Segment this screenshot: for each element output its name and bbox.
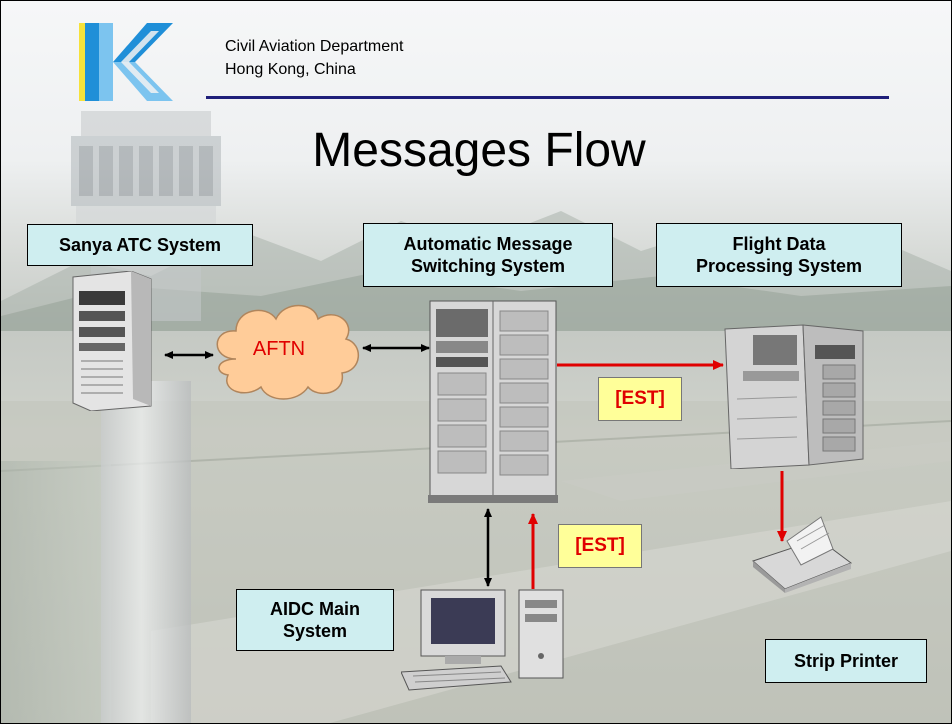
organization-name: Civil Aviation Department xyxy=(225,38,404,55)
aftn-cloud-shape xyxy=(216,304,360,400)
cad-logo xyxy=(79,23,173,101)
amss-server-image xyxy=(428,300,558,503)
organization-location: Hong Kong, China xyxy=(225,61,356,78)
strip-printer-label: Strip Printer xyxy=(765,639,927,683)
control-tower-shaft xyxy=(101,381,191,723)
sanya-atc-label: Sanya ATC System xyxy=(27,224,253,266)
slide-title: Messages Flow xyxy=(312,124,646,177)
header-rule xyxy=(206,96,889,99)
strip-printer-image xyxy=(752,516,853,593)
aidc-workstation-image xyxy=(401,589,564,691)
terminal-building-background xyxy=(1,461,111,723)
aftn-label: AFTN xyxy=(252,338,306,360)
est-message-bottom: [EST] xyxy=(558,524,642,568)
fdps-server-image xyxy=(724,324,864,469)
est-message-top: [EST] xyxy=(598,377,682,421)
sanya-server-image xyxy=(72,271,152,411)
